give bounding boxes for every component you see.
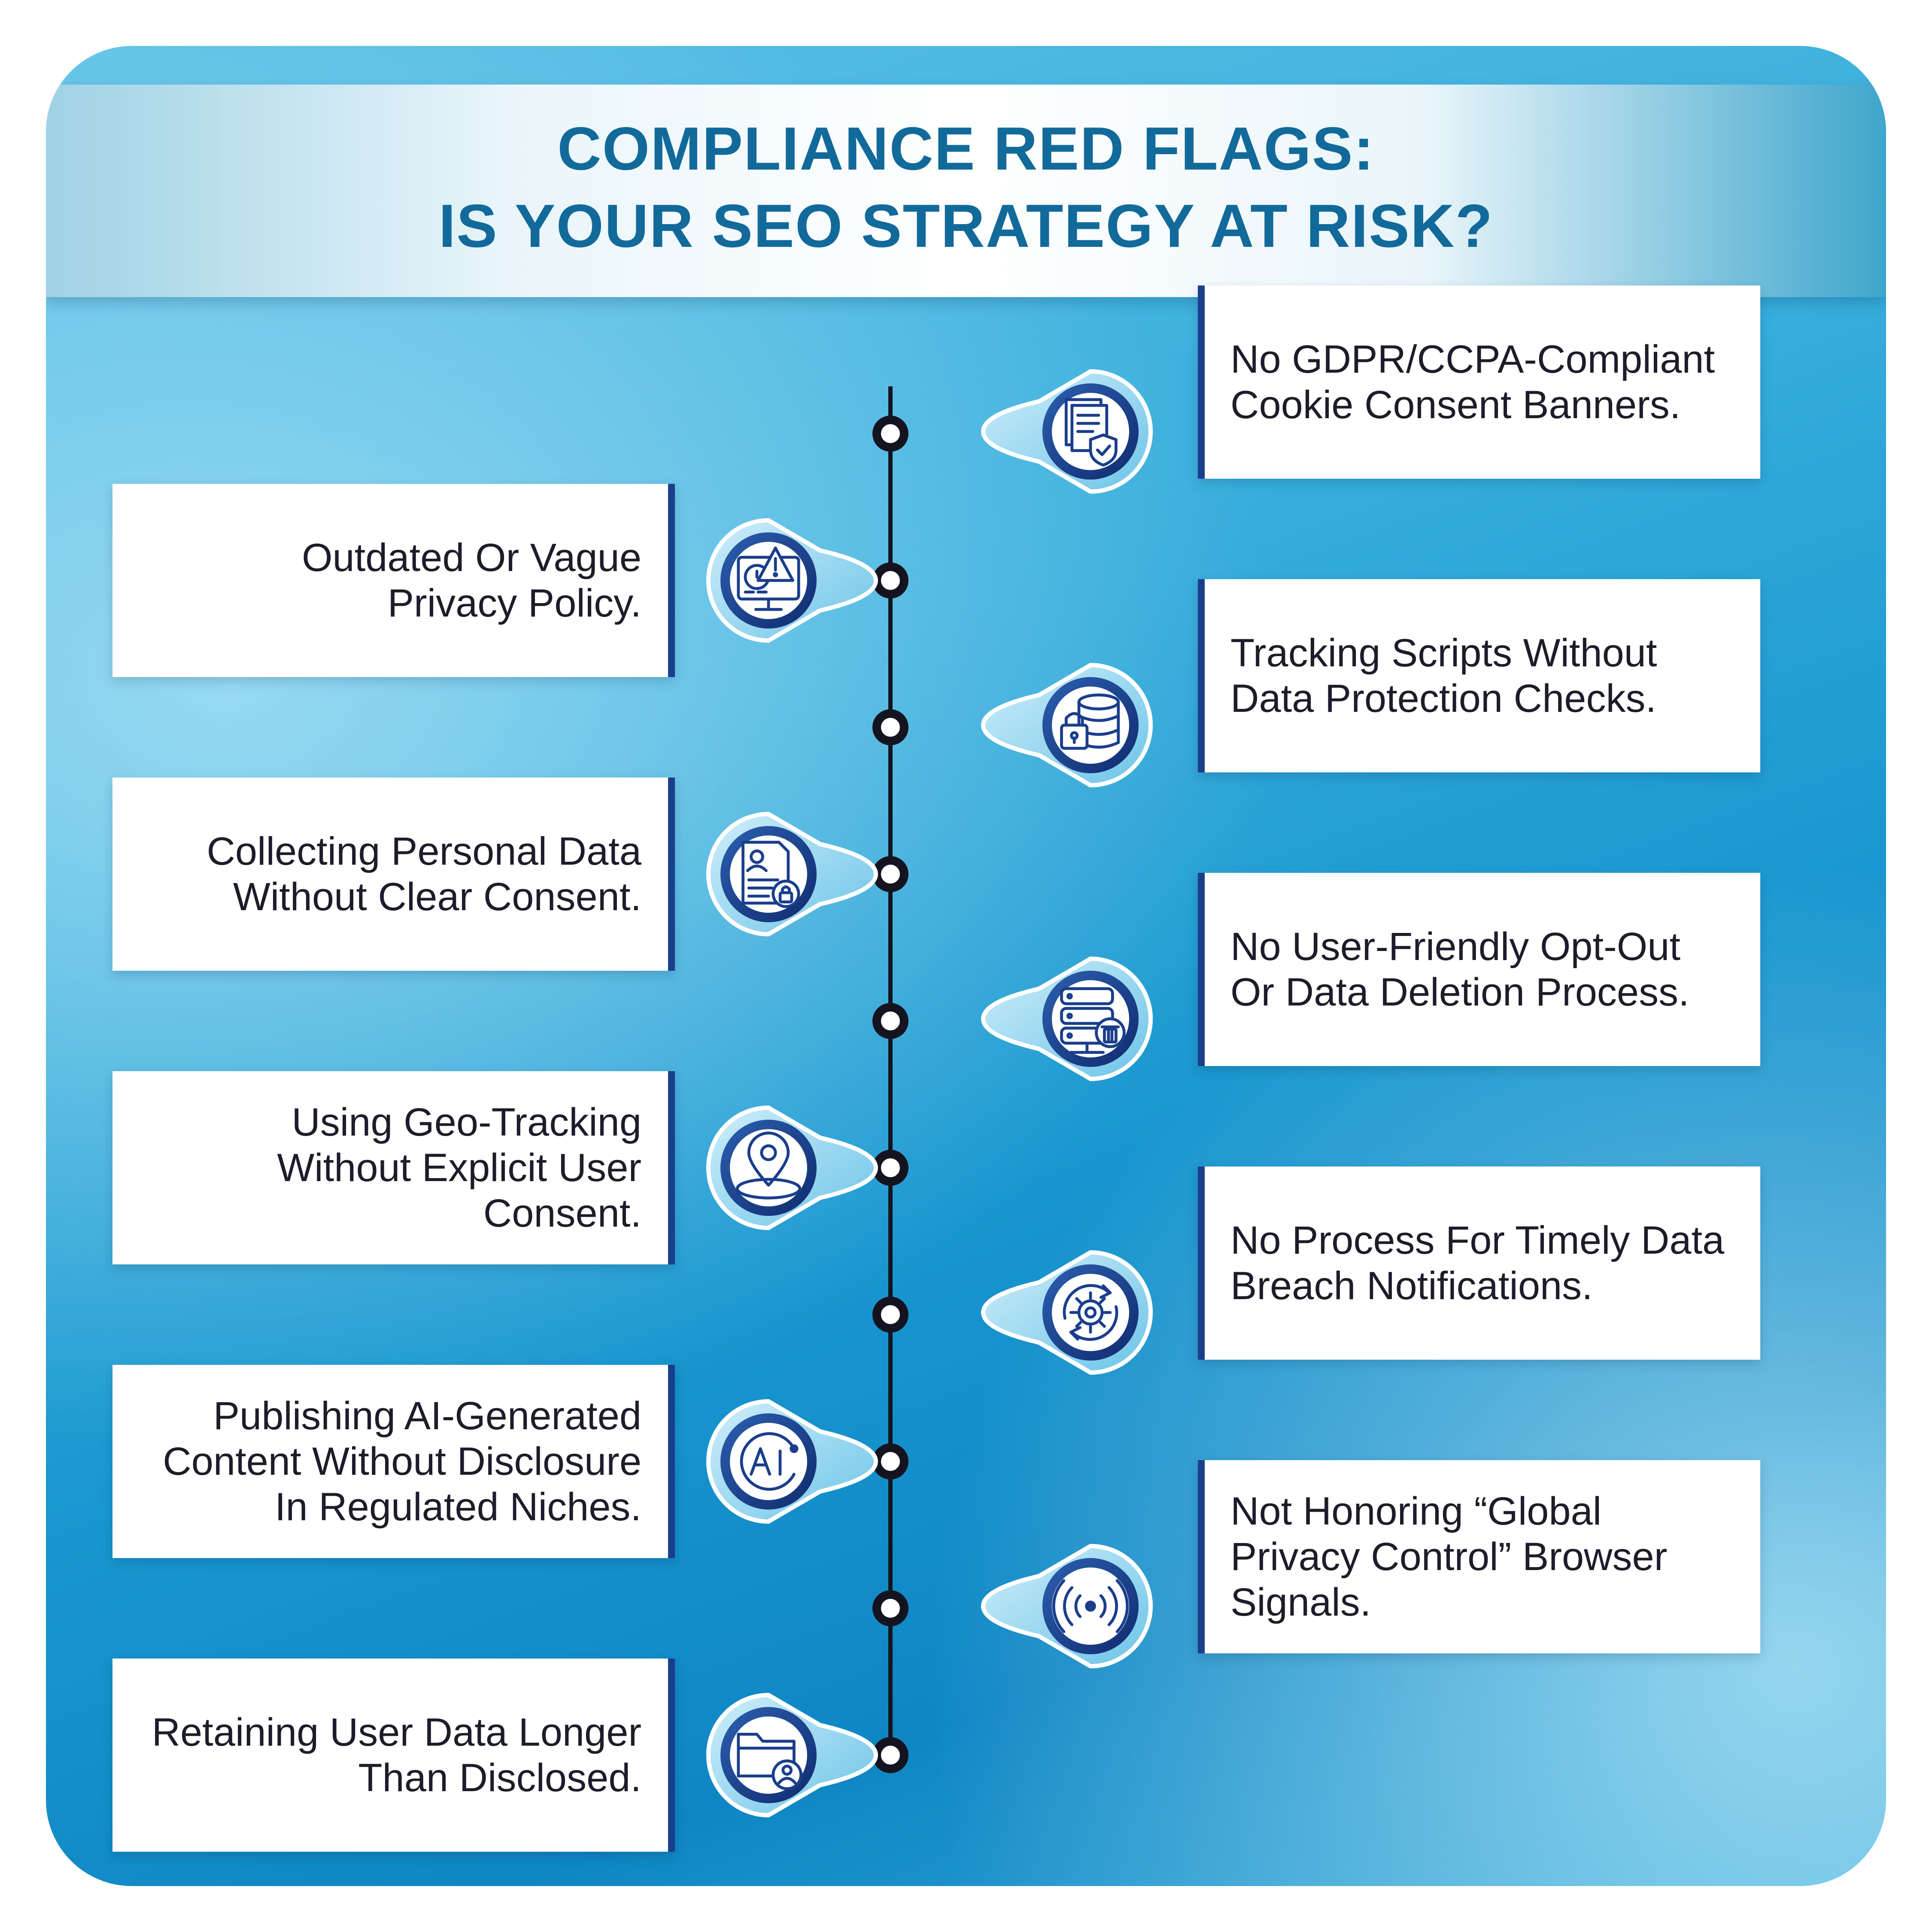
flag-text-line: Than Disclosed. bbox=[358, 1756, 641, 1800]
header-banner: COMPLIANCE RED FLAGS: IS YOUR SEO STRATE… bbox=[46, 85, 1886, 297]
monitor-alert-icon bbox=[704, 512, 893, 649]
flag-text-line: Data Protection Checks. bbox=[1230, 677, 1657, 720]
page-title: COMPLIANCE RED FLAGS: IS YOUR SEO STRATE… bbox=[46, 110, 1886, 265]
flag-text-line: No GDPR/CCPA-Compliant bbox=[1230, 337, 1715, 381]
flag-text-line: Outdated Or Vague bbox=[301, 536, 641, 580]
flag-text-line: Or Data Deletion Process. bbox=[1230, 970, 1689, 1014]
timeline-dot bbox=[872, 1590, 908, 1626]
flag-text-line: Breach Notifications. bbox=[1230, 1264, 1593, 1308]
flag-text-line: Publishing AI-Generated bbox=[213, 1394, 641, 1438]
timeline-dot bbox=[872, 1003, 908, 1039]
timeline-dot bbox=[872, 416, 908, 452]
timeline-spine bbox=[888, 386, 893, 1760]
flag-text-line: Without Clear Consent. bbox=[233, 875, 641, 919]
database-lock-icon bbox=[966, 656, 1155, 794]
flag-text-line: Consent. bbox=[483, 1191, 641, 1235]
flag-text-line: Privacy Policy. bbox=[387, 581, 641, 625]
flag-text-line: No Process For Timely Data bbox=[1230, 1218, 1725, 1262]
flag-text-line: Tracking Scripts Without bbox=[1230, 631, 1657, 675]
folder-user-icon bbox=[704, 1686, 893, 1824]
flag-text-line: In Regulated Niches. bbox=[274, 1485, 641, 1529]
gear-cycle-icon bbox=[966, 1244, 1155, 1381]
title-line-2: IS YOUR SEO STRATEGY AT RISK? bbox=[438, 192, 1494, 260]
flag-text-line: Retaining User Data Longer bbox=[152, 1710, 641, 1754]
flag-text-line: Cookie Consent Banners. bbox=[1230, 383, 1681, 427]
profile-document-lock-icon bbox=[704, 805, 893, 943]
flag-text-line: Not Honoring “Global bbox=[1230, 1489, 1602, 1533]
flag-text-line: No User-Friendly Opt-Out bbox=[1230, 925, 1681, 969]
timeline-dot bbox=[872, 709, 908, 745]
timeline-dot bbox=[872, 1297, 908, 1333]
server-delete-icon bbox=[966, 950, 1155, 1088]
flag-text-line: Content Without Disclosure bbox=[163, 1440, 641, 1483]
title-line-1: COMPLIANCE RED FLAGS: bbox=[557, 115, 1375, 183]
flag-text-line: Privacy Control” Browser bbox=[1230, 1535, 1668, 1579]
ai-icon bbox=[704, 1393, 893, 1530]
documents-shield-icon bbox=[966, 363, 1155, 500]
flag-text-line: Using Geo-Tracking bbox=[292, 1100, 641, 1144]
location-pin-icon bbox=[704, 1099, 893, 1236]
flag-text-line: Without Explicit User bbox=[277, 1146, 641, 1190]
flag-text-line: Signals. bbox=[1230, 1580, 1371, 1624]
broadcast-signal-icon bbox=[966, 1537, 1155, 1675]
flag-text-line: Collecting Personal Data bbox=[207, 829, 641, 873]
